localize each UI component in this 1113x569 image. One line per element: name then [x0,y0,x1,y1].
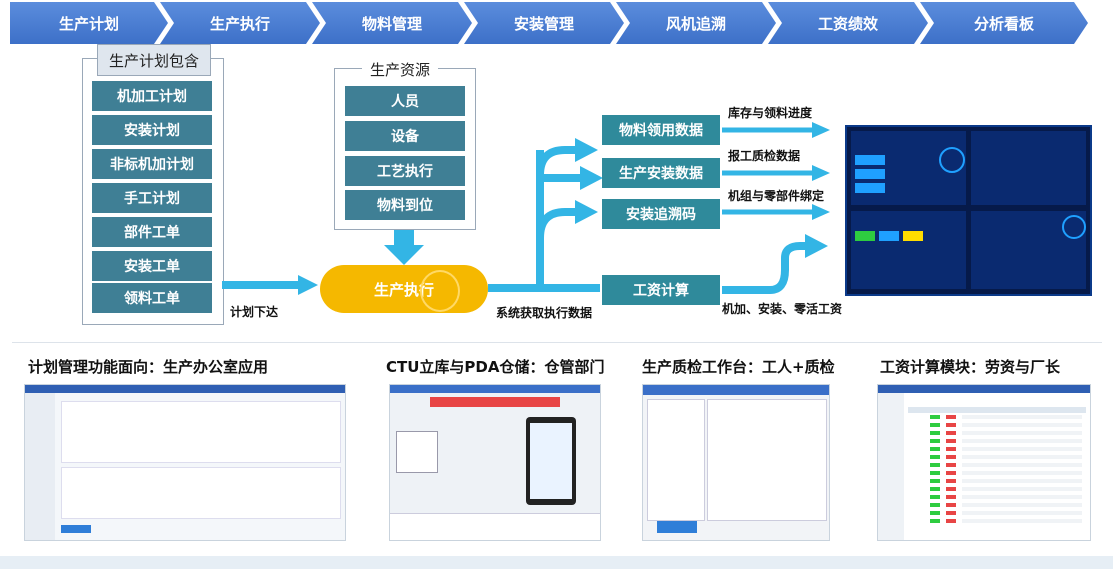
arrow-label-inventory: 库存与领料进度 [728,106,813,120]
bottom-title-salary: 工资计算模块：劳资与厂长 [880,358,1061,376]
branch-head-icon [575,138,598,162]
divider [12,342,1102,343]
dashboard-panel [971,131,1086,205]
resource-box-title: 生产资源 [362,59,439,80]
nav-step-plan[interactable]: 生产计划 [10,2,168,44]
resource-item: 工艺执行 [345,156,465,186]
nav-step-install[interactable]: 安装管理 [464,2,624,44]
output-arrow-head-icon [812,122,830,138]
output-trace-code: 安装追溯码 [602,199,720,229]
footer-bar [0,556,1113,569]
output-arrow-head-icon [812,204,830,220]
plan-issue-label: 计划下达 [230,305,279,319]
output-salary: 工资计算 [602,275,720,305]
bottom-title-qc: 生产质检工作台：工人+质检 [642,358,835,376]
system-fetch-label: 系统获取执行数据 [496,306,593,320]
plan-arrow-head-icon [298,275,318,295]
output-install-data: 生产安装数据 [602,158,720,188]
arrow-label-report: 报工质检数据 [728,149,801,163]
nav-step-salary[interactable]: 工资绩效 [768,2,928,44]
flow-arrows [222,122,830,295]
branch-head-icon [580,166,603,190]
output-arrow-head-icon [812,165,830,181]
bottom-title-plan: 计划管理功能面向：生产办公室应用 [28,358,269,376]
output-arrow-head-icon [805,234,828,258]
resource-item: 人员 [345,86,465,116]
plan-item: 部件工单 [92,217,212,247]
nav-step-material[interactable]: 物料管理 [312,2,472,44]
execution-capsule: 生产执行 [320,265,488,313]
qc-screenshot [642,384,830,541]
dashboard-panel [851,211,966,289]
nav-step-dashboard[interactable]: 分析看板 [920,2,1088,44]
output-material: 物料领用数据 [602,115,720,145]
arrow-label-binding: 机组与零部件绑定 [728,189,825,203]
arrow-label-wages: 机加、安装、零活工资 [722,302,843,316]
branch-head-icon [575,200,598,224]
dashboard-thumbnail [845,125,1092,296]
process-nav: 生产计划 生产执行 物料管理 安装管理 风机追溯 工资绩效 分析看板 [0,2,1113,44]
plan-item: 安装工单 [92,251,212,281]
resource-item: 物料到位 [345,190,465,220]
resource-item: 设备 [345,121,465,151]
plan-item: 领料工单 [92,283,212,313]
plan-item: 手工计划 [92,183,212,213]
nav-step-trace[interactable]: 风机追溯 [616,2,776,44]
plan-screenshot [24,384,346,541]
plan-item: 机加工计划 [92,81,212,111]
plan-item: 安装计划 [92,115,212,145]
plan-item: 非标机加计划 [92,149,212,179]
salary-screenshot [877,384,1091,541]
bottom-title-ctu: CTU立库与PDA仓储：仓管部门 [386,358,605,376]
plan-box-title: 生产计划包含 [97,44,211,76]
down-arrow-icon [384,230,424,265]
execution-ring [420,270,460,312]
ctu-screenshot [389,384,601,541]
nav-step-execution[interactable]: 生产执行 [160,2,320,44]
